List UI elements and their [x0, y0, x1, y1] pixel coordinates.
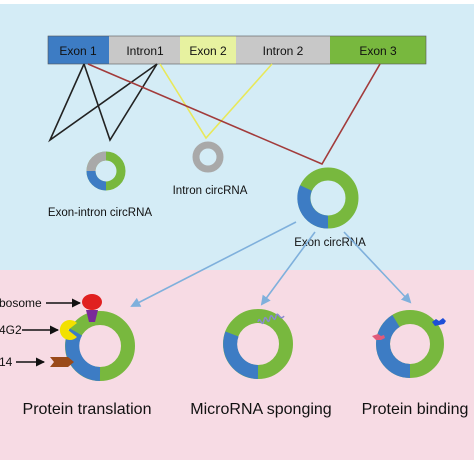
exon-circrna-blue: [297, 185, 329, 229]
intron-circrna: [192, 141, 224, 173]
ribosome: [82, 294, 102, 322]
function-arrows: [130, 221, 412, 307]
ribosome-label: bosome: [0, 296, 42, 310]
segment-intron-1: [109, 36, 180, 64]
intron-2-label: Intron 2: [263, 44, 304, 58]
exon-intron-circrna-label: Exon-intron circRNA: [48, 207, 152, 219]
exon-2-label: Exon 2: [189, 44, 227, 58]
protein-binding-label: Protein binding: [362, 401, 469, 418]
sponging-circrna: [223, 309, 293, 379]
protein-translation-label: Protein translation: [23, 401, 152, 418]
exon-3-label: Exon 3: [359, 44, 397, 58]
ribosome-small-subunit: [86, 310, 98, 322]
microrna-sponging-label: MicroRNA sponging: [190, 401, 331, 418]
yth-label: 14: [0, 355, 13, 369]
exon-intron-splice-line: [83, 63, 158, 142]
arrow-to-translation: [130, 221, 297, 307]
exon-circrna: [297, 167, 359, 229]
segment-intron-2: [236, 36, 330, 64]
intron-circrna-label: Intron circRNA: [173, 185, 248, 197]
segment-exon-3: [330, 36, 426, 64]
yth-factor: [50, 357, 74, 367]
intron-portion: [86, 151, 107, 172]
intron-1-label: Intron1: [126, 44, 164, 58]
pink-protein: [372, 334, 385, 340]
eif4g2-factor: [59, 320, 77, 340]
binding-blue-arc: [375, 315, 411, 378]
exon-splice-line: [87, 63, 381, 166]
segment-exon-2: [180, 36, 236, 64]
blue-protein: [432, 318, 446, 326]
eif4g2-label: 4G2: [0, 323, 22, 337]
microrna-strand: [257, 313, 285, 325]
intron-splice-line: [159, 63, 273, 140]
sponging-blue-arc: [223, 331, 259, 379]
arrow-to-binding: [343, 231, 412, 304]
arrow-to-sponging: [260, 231, 316, 306]
segment-exon-1: [48, 36, 109, 64]
gene-bar: Exon 1 Intron1 Exon 2 Intron 2 Exon 3: [47, 35, 427, 65]
exon-1-label: Exon 1: [59, 44, 97, 58]
exon-circrna-label: Exon circRNA: [294, 237, 366, 249]
exon-intron-splice-line-outer: [48, 63, 158, 143]
splicing-lines: [48, 63, 381, 166]
ribosome-large-subunit: [82, 294, 102, 310]
exon-blue-portion: [86, 170, 107, 191]
binding-circrna: [375, 310, 444, 378]
gene-bar-outline: [47, 35, 427, 65]
exon-intron-circrna: [86, 151, 126, 191]
